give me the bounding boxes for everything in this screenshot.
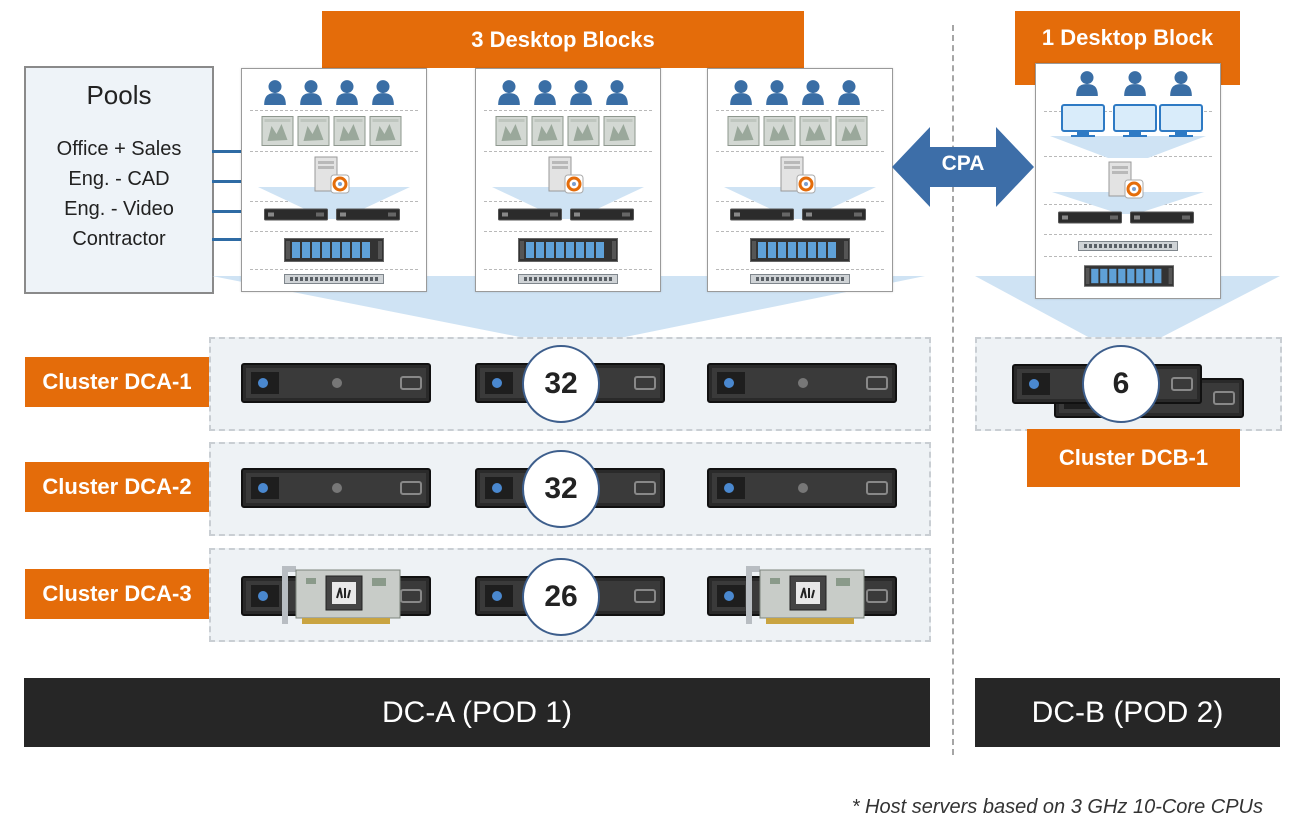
pool-item: Eng. - Video	[64, 198, 174, 220]
pools-panel: Pools Office + Sales Eng. - CAD Eng. - V…	[24, 66, 214, 294]
host-count-dca-3: 26	[522, 558, 600, 636]
cluster-name: Cluster DCA-2	[42, 474, 192, 499]
host-count: 32	[544, 472, 578, 505]
pool-connector	[212, 210, 242, 213]
desktop-block-card	[707, 68, 893, 292]
pool-item: Eng. - CAD	[68, 168, 170, 190]
rack-server-icon	[707, 363, 897, 403]
rack-server-icon	[241, 468, 431, 508]
cluster-name: Cluster DCB-1	[1058, 445, 1209, 470]
desktop-blocks-a-label: 3 Desktop Blocks	[471, 26, 655, 52]
host-count: 32	[544, 367, 578, 400]
host-count: 6	[1112, 367, 1130, 400]
desktop-block-card-dcb	[1035, 63, 1221, 299]
pool-connector	[212, 238, 242, 241]
cluster-name: Cluster DCA-1	[42, 369, 192, 394]
pod-separator	[952, 25, 954, 755]
rack-server-icon	[707, 468, 897, 508]
footnote: * Host servers based on 3 GHz 10-Core CP…	[851, 796, 1263, 818]
gpu-card-icon	[282, 565, 401, 625]
desktop-block-card	[241, 68, 427, 292]
host-count-dca-2: 32	[522, 450, 600, 528]
cluster-name: Cluster DCA-3	[42, 581, 192, 606]
pod-bar-dca: DC-A (POD 1)	[24, 678, 930, 747]
host-count-dcb-1: 6	[1082, 345, 1160, 423]
pod-label: DC-B (POD 2)	[1031, 695, 1224, 729]
cluster-label-dca-2: Cluster DCA-2	[25, 462, 209, 512]
pod-label: DC-A (POD 1)	[381, 695, 573, 729]
gpu-card-icon	[746, 565, 865, 625]
host-count: 26	[544, 580, 578, 613]
pod-bar-dcb: DC-B (POD 2)	[975, 678, 1280, 747]
cluster-label-dcb-1: Cluster DCB-1	[1027, 429, 1240, 487]
cpa-label: CPA	[941, 152, 985, 175]
cluster-label-dca-3: Cluster DCA-3	[25, 569, 209, 619]
desktop-blocks-a-header: 3 Desktop Blocks	[322, 11, 804, 68]
pool-item: Office + Sales	[56, 138, 182, 160]
pools-title: Pools	[86, 80, 152, 110]
cluster-label-dca-1: Cluster DCA-1	[25, 357, 209, 407]
host-count-dca-1: 32	[522, 345, 600, 423]
pool-connector	[212, 150, 242, 153]
desktop-blocks-b-label: 1 Desktop Block	[1041, 25, 1214, 50]
pool-connector	[212, 180, 242, 183]
desktop-block-card	[475, 68, 661, 292]
rack-server-icon	[241, 363, 431, 403]
cpa-arrow	[892, 127, 1034, 207]
pool-item: Contractor	[72, 228, 166, 250]
